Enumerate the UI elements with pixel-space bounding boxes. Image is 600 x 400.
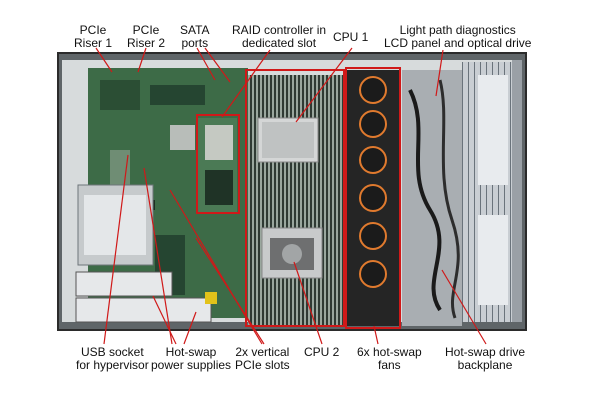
leader-pcie-riser-1 bbox=[95, 47, 113, 73]
leader-cpu-2 bbox=[293, 261, 323, 345]
callout-cpu-1: CPU 1 bbox=[333, 30, 369, 44]
callout-sata-ports: SATA ports bbox=[180, 23, 210, 50]
callout-pcie-slots: 2x vertical PCIe slots bbox=[235, 345, 290, 372]
power-supply-2 bbox=[75, 297, 212, 323]
callout-light-path: Light path diagnostics LCD panel and opt… bbox=[384, 23, 532, 50]
leader-usb-socket bbox=[103, 154, 129, 345]
leader-pcie-slots-2 bbox=[195, 237, 265, 345]
leader-cpu-1 bbox=[295, 47, 353, 123]
callout-cpu-2: CPU 2 bbox=[304, 345, 340, 359]
fan-5 bbox=[359, 222, 387, 250]
leader-raid bbox=[221, 49, 271, 118]
leader-fans bbox=[373, 325, 379, 345]
fan-3 bbox=[359, 146, 387, 174]
dimm-cpu-box bbox=[245, 69, 345, 327]
leader-sata bbox=[196, 47, 216, 81]
leader-backplane bbox=[441, 269, 487, 345]
callout-usb-socket: USB socket for hypervisor bbox=[76, 345, 149, 372]
callout-power-supplies: Hot-swap power supplies bbox=[151, 345, 232, 372]
power-supply-1 bbox=[75, 271, 173, 297]
leader-pcie-riser-2 bbox=[137, 47, 147, 73]
callout-pcie-riser-2: PCIe Riser 2 bbox=[127, 23, 166, 50]
callout-backplane: Hot-swap drive backplane bbox=[445, 345, 526, 372]
leader-power-supplies-2 bbox=[183, 311, 197, 345]
fan-6 bbox=[359, 260, 387, 288]
callout-fans: 6x hot-swap fans bbox=[357, 345, 422, 372]
leader-light-path bbox=[435, 49, 444, 97]
callout-raid-controller: RAID controller in dedicated slot bbox=[232, 23, 327, 50]
fan-1 bbox=[359, 76, 387, 104]
fan-bank bbox=[359, 76, 387, 288]
fan-bank-box bbox=[345, 67, 401, 329]
fan-4 bbox=[359, 184, 387, 212]
fan-2 bbox=[359, 110, 387, 138]
leader-pcie-slots-1 bbox=[169, 189, 263, 345]
callout-pcie-riser-1: PCIe Riser 1 bbox=[74, 23, 113, 50]
leader-power-supplies-3 bbox=[143, 167, 173, 345]
leader-power-supplies-1 bbox=[152, 295, 177, 345]
leader-sata-2 bbox=[204, 47, 231, 83]
raid-controller-box bbox=[196, 114, 240, 214]
